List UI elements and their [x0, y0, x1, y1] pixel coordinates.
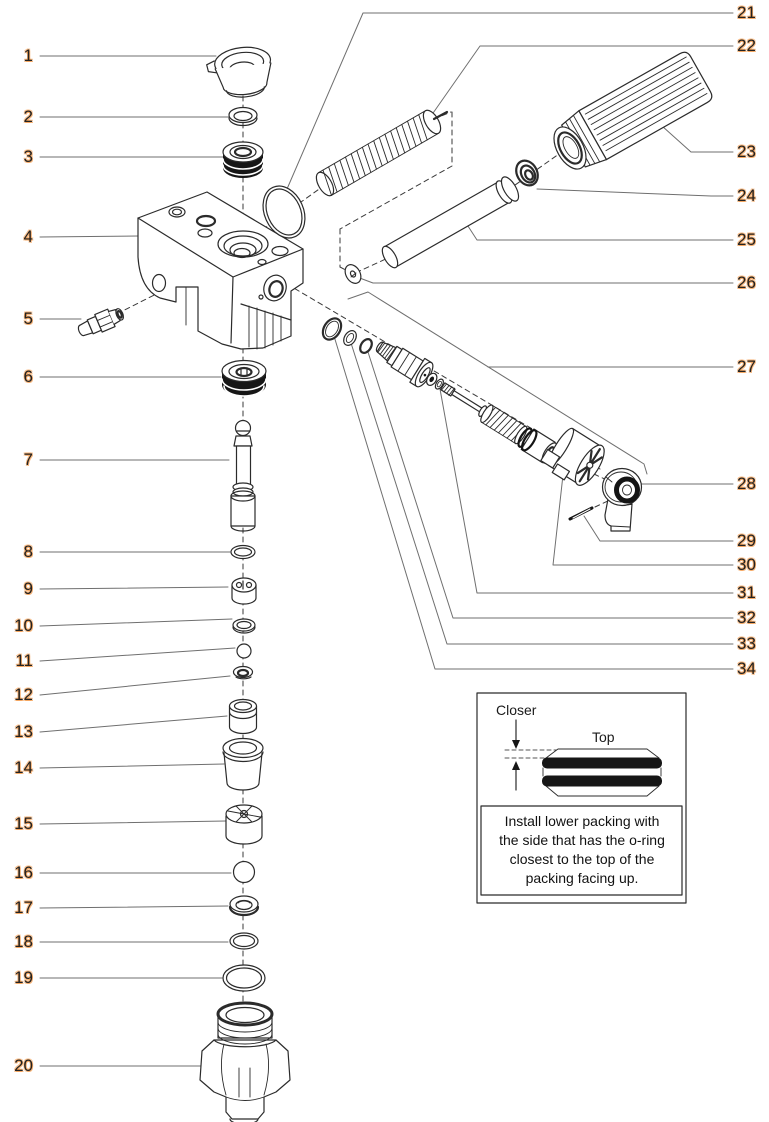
part-18-oring — [229, 932, 259, 950]
part-4-pump-block — [137, 191, 304, 350]
part-25-tube — [381, 176, 520, 269]
callout-2: 2 — [23, 107, 33, 126]
callout-3: 3 — [23, 147, 33, 166]
callout-21: 21 — [737, 3, 756, 22]
part-6-packing — [221, 359, 267, 397]
callout-23: 23 — [737, 142, 756, 161]
part-9-seat-retainer — [231, 577, 257, 605]
callout-12: 12 — [14, 685, 33, 704]
leader-lines — [39, 12, 734, 1067]
inset-note-box — [476, 692, 687, 904]
part-3 — [222, 141, 264, 178]
closer-up-arrow — [512, 761, 520, 791]
part-13-sleeve — [228, 698, 258, 735]
part-7-piston-rod — [230, 419, 256, 532]
part-32-oring — [359, 338, 373, 354]
part-28-valve-handle — [601, 467, 643, 532]
closer-down-arrow — [512, 719, 520, 749]
inset-instruction-text: Install lower packing with the side that… — [499, 813, 665, 886]
callout-25: 25 — [737, 230, 756, 249]
callout-4: 4 — [23, 227, 33, 246]
inset-top-label: Top — [592, 729, 615, 745]
callout-34: 34 — [737, 659, 756, 678]
callout-13: 13 — [14, 722, 33, 741]
inset-closer-label: Closer — [496, 702, 537, 718]
part-8-oring — [230, 544, 256, 560]
callout-1: 1 — [23, 46, 33, 65]
part-2 — [228, 106, 258, 127]
callout-33: 33 — [737, 634, 756, 653]
callout-31: 31 — [737, 583, 756, 602]
callout-9: 9 — [23, 579, 33, 598]
part-14-cup — [222, 737, 264, 791]
part-10-washer — [232, 618, 256, 634]
callout-28: 28 — [737, 474, 756, 493]
part-16-ball — [232, 860, 256, 884]
callout-30: 30 — [737, 555, 756, 574]
part-34-oring — [321, 317, 343, 341]
callout-27: 27 — [737, 357, 756, 376]
callout-17: 17 — [14, 898, 33, 917]
callout-8: 8 — [23, 542, 33, 561]
packing-drawing — [542, 748, 662, 797]
callout-24: 24 — [737, 186, 756, 205]
part-20-foot-valve-housing — [199, 1001, 291, 1122]
part-11-ball — [236, 643, 252, 659]
part-5-fitting — [77, 308, 125, 337]
part-15-cage — [225, 804, 263, 845]
part-27-valve-assembly — [375, 341, 558, 464]
callout-10: 10 — [14, 616, 33, 635]
part-22-spring — [315, 109, 449, 197]
part-29-pin — [568, 506, 594, 521]
part-33-washer — [343, 330, 357, 346]
callout-26: 26 — [737, 273, 756, 292]
callout-5: 5 — [23, 309, 33, 328]
part-30-valve-housing — [540, 427, 605, 486]
part-26-washer — [344, 264, 362, 284]
part-24-spring-seat — [515, 159, 539, 187]
callout-29: 29 — [737, 531, 756, 550]
callout-19: 19 — [14, 968, 33, 987]
part-19-oring — [222, 964, 266, 992]
part-23-filter-housing — [553, 51, 713, 170]
part-1 — [206, 46, 272, 98]
callout-15: 15 — [14, 814, 33, 833]
part-12-seat — [232, 665, 254, 680]
part-21-oring — [262, 185, 306, 239]
callout-7: 7 — [23, 450, 33, 469]
callout-11: 11 — [15, 651, 33, 670]
callout-22: 22 — [737, 36, 756, 55]
callout-20: 20 — [14, 1056, 33, 1075]
part-17-seat-washer — [228, 895, 260, 917]
callout-14: 14 — [14, 758, 33, 777]
callout-16: 16 — [14, 863, 33, 882]
callout-32: 32 — [737, 608, 756, 627]
callout-18: 18 — [14, 932, 33, 951]
callout-6: 6 — [23, 367, 33, 386]
